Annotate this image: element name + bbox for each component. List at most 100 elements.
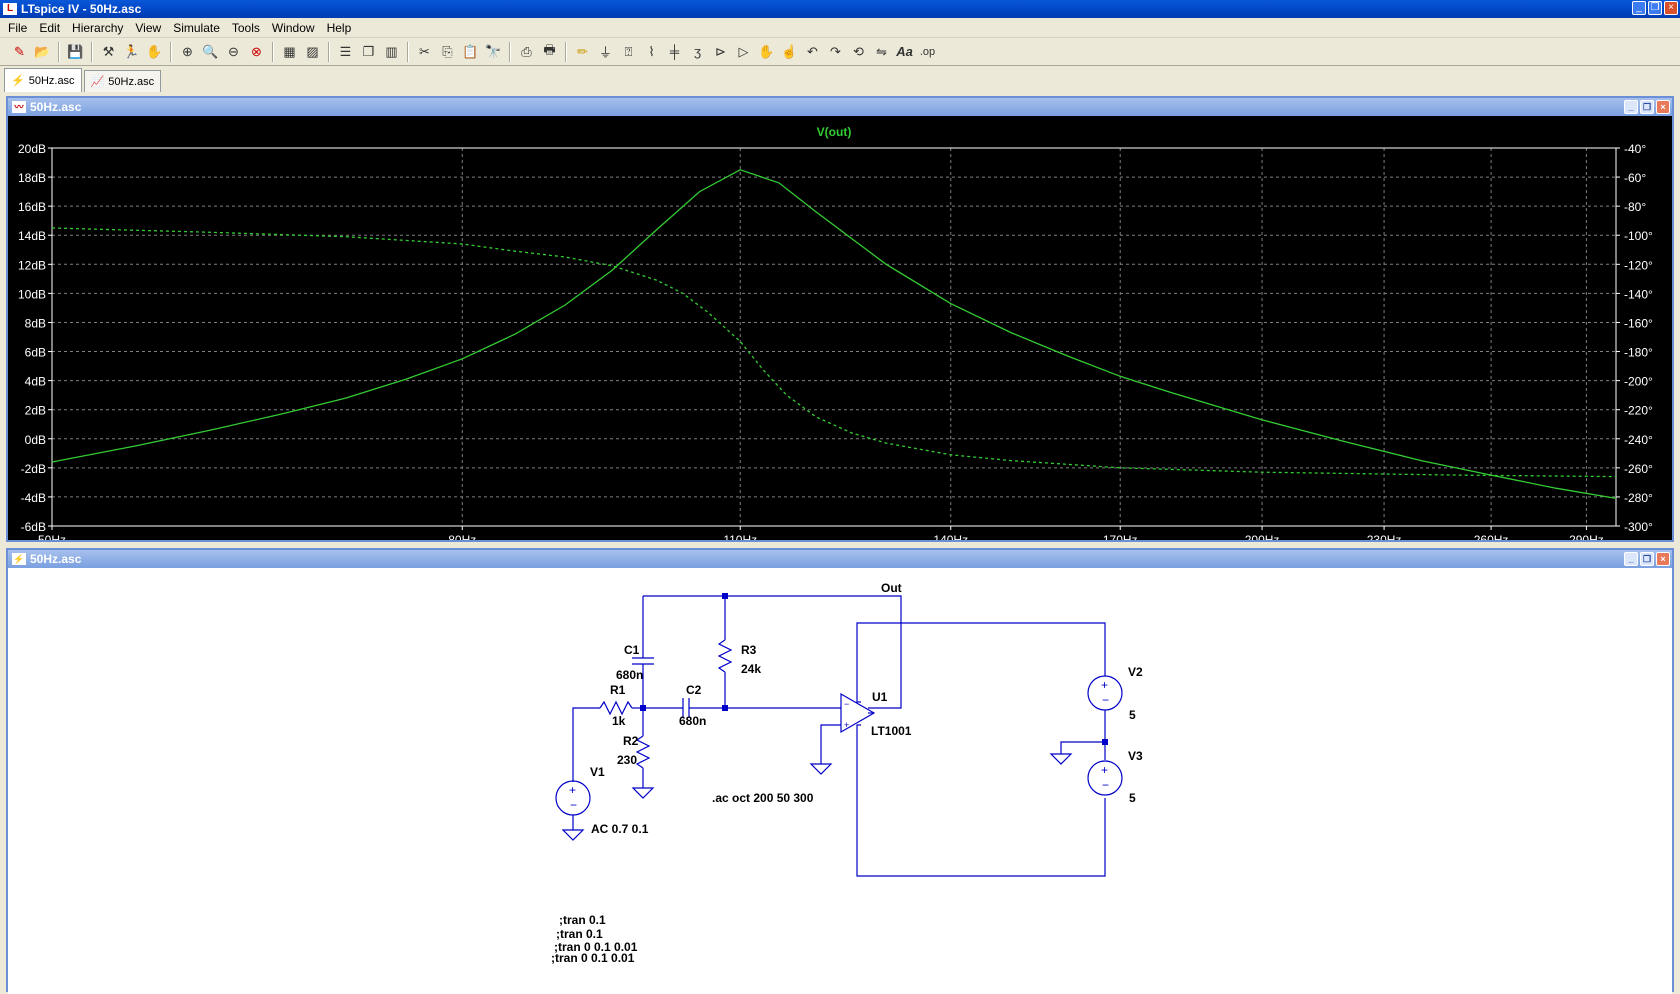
tile-icon[interactable]: ▨ [306, 43, 319, 59]
v3-value[interactable]: 5 [1129, 791, 1136, 805]
waveform-icon: 📈 [90, 76, 105, 88]
y-left-tick-label: 16dB [18, 200, 46, 214]
v3-minus: − [1102, 778, 1109, 792]
y-left-tick-label: 14dB [18, 229, 46, 243]
v2-value[interactable]: 5 [1129, 708, 1136, 722]
zoom-area-icon[interactable]: 🔍 [202, 43, 219, 59]
zoom-in-icon[interactable]: ⊕ [182, 43, 193, 59]
restore-button[interactable]: ❐ [1640, 552, 1654, 566]
toolbar-separator [91, 41, 93, 62]
c1-name[interactable]: C1 [624, 643, 640, 657]
r2-value[interactable]: 230 [617, 753, 637, 767]
zoom-fit-icon[interactable]: ⊗ [251, 43, 262, 59]
move-icon[interactable]: ✋ [758, 43, 775, 59]
tab-waveform[interactable]: 📈 50Hz.asc [83, 70, 162, 92]
y-right-tick-label: -280° [1624, 491, 1653, 505]
close-button[interactable]: × [1656, 552, 1670, 566]
minimize-button[interactable]: _ [1632, 1, 1646, 15]
cascade-icon[interactable]: ❐ [362, 43, 375, 59]
r2-name[interactable]: R2 [623, 734, 639, 748]
v3-wire [1060, 741, 1105, 754]
v3-name[interactable]: V3 [1128, 749, 1143, 763]
r3-value[interactable]: 24k [741, 662, 761, 676]
toolbar-separator [170, 41, 172, 62]
ground-v3 [1049, 753, 1073, 765]
r1-value[interactable]: 1k [612, 714, 626, 728]
minimize-button[interactable]: _ [1624, 100, 1638, 114]
paste-icon[interactable]: 📋 [462, 43, 479, 59]
ac-directive[interactable]: .ac oct 200 50 300 [712, 791, 814, 805]
redo-icon[interactable]: ↷ [830, 43, 841, 59]
toolbar-separator [509, 41, 511, 62]
r1-name[interactable]: R1 [610, 683, 626, 697]
menu-hierarchy[interactable]: Hierarchy [72, 20, 124, 35]
supply-wire [856, 622, 1106, 703]
waveform-plot[interactable]: 20dB-40°18dB-60°16dB-80°14dB-100°12dB-12… [8, 116, 1672, 547]
mirror-icon[interactable]: ⇋ [876, 43, 887, 59]
u1-value[interactable]: LT1001 [871, 724, 912, 738]
resistor-icon[interactable]: ⌇ [648, 43, 655, 59]
out-label[interactable]: Out [881, 581, 902, 595]
component-icon[interactable]: ▷ [738, 43, 749, 59]
wire-icon[interactable]: ✏ [577, 43, 588, 59]
menu-file[interactable]: File [8, 20, 28, 35]
ground-icon[interactable]: ⏚ [598, 45, 612, 60]
close-button[interactable]: × [1664, 1, 1678, 15]
tile-horizontal-icon[interactable]: ☰ [339, 43, 352, 59]
find-icon[interactable]: 🔭 [485, 43, 502, 59]
toolbar-separator [58, 41, 60, 62]
r1-symbol [599, 700, 633, 716]
u1-name[interactable]: U1 [872, 690, 888, 704]
autoscale-icon[interactable]: ▦ [283, 43, 296, 59]
save-icon[interactable]: 💾 [67, 43, 84, 59]
c2-name[interactable]: C2 [686, 683, 702, 697]
r3-name[interactable]: R3 [741, 643, 757, 657]
cut-icon[interactable]: ✂ [419, 43, 430, 59]
menu-window[interactable]: Window [271, 20, 315, 35]
tran-directive-2[interactable]: ;tran 0.1 [556, 927, 603, 941]
v1-value[interactable]: AC 0.7 0.1 [591, 822, 649, 836]
y-left-tick-label: 6dB [25, 346, 46, 360]
y-left-tick-label: 12dB [18, 258, 46, 272]
zoom-out-icon[interactable]: ⊖ [228, 43, 239, 59]
close-button[interactable]: × [1656, 100, 1670, 114]
undo-icon[interactable]: ↶ [807, 43, 818, 59]
rotate-icon[interactable]: ⟲ [853, 43, 864, 59]
print-icon[interactable]: 🖶 [543, 41, 556, 57]
diode-icon[interactable]: ⊳ [715, 43, 726, 59]
tran-directive-4[interactable]: ;tran 0 0.1 0.01 [551, 951, 635, 965]
capacitor-icon[interactable]: ╪ [669, 44, 680, 59]
restore-button[interactable]: ❐ [1640, 100, 1654, 114]
schematic-canvas[interactable]: + − + − + − − + Out C1 680n R3 24k R1 1k… [8, 568, 1672, 994]
control-panel-icon[interactable]: ⚒ [102, 43, 115, 59]
open-icon[interactable]: 📂 [34, 43, 51, 59]
c2-value[interactable]: 680n [679, 714, 706, 728]
tile-vertical-icon[interactable]: ▥ [385, 43, 398, 59]
print-setup-icon[interactable]: ⎙ [521, 43, 532, 59]
menu-help[interactable]: Help [326, 20, 352, 35]
drag-icon[interactable]: ☝ [781, 43, 798, 59]
c1-value[interactable]: 680n [616, 668, 643, 682]
tran-directive-1[interactable]: ;tran 0.1 [559, 913, 606, 927]
v1-name[interactable]: V1 [590, 765, 605, 779]
tran-directive-3[interactable]: ;tran 0 0.1 0.01 [554, 940, 638, 954]
x-tick-label: 290Hz [1569, 533, 1604, 540]
new-schematic-icon[interactable]: ✎ [14, 43, 25, 59]
spice-directive-icon[interactable]: .op [919, 45, 936, 58]
copy-icon[interactable]: ⎘ [442, 43, 453, 59]
v2-name[interactable]: V2 [1128, 665, 1143, 679]
run-icon[interactable]: 🏃 [123, 43, 140, 59]
inductor-icon[interactable]: ʒ [693, 44, 702, 59]
menu-view[interactable]: View [135, 20, 162, 35]
minimize-button[interactable]: _ [1624, 552, 1638, 566]
y-right-tick-label: -300° [1624, 520, 1653, 534]
halt-icon[interactable]: ✋ [146, 43, 163, 59]
text-icon[interactable]: Aa [896, 44, 913, 59]
tab-schematic[interactable]: ⚡ 50Hz.asc [4, 68, 82, 92]
menu-tools[interactable]: Tools [231, 20, 260, 35]
label-icon[interactable]: ⍰ [624, 43, 633, 59]
menu-edit[interactable]: Edit [39, 20, 61, 35]
restore-button[interactable]: ❐ [1648, 1, 1662, 15]
menu-simulate[interactable]: Simulate [173, 20, 220, 35]
y-left-tick-label: -2dB [21, 462, 46, 476]
